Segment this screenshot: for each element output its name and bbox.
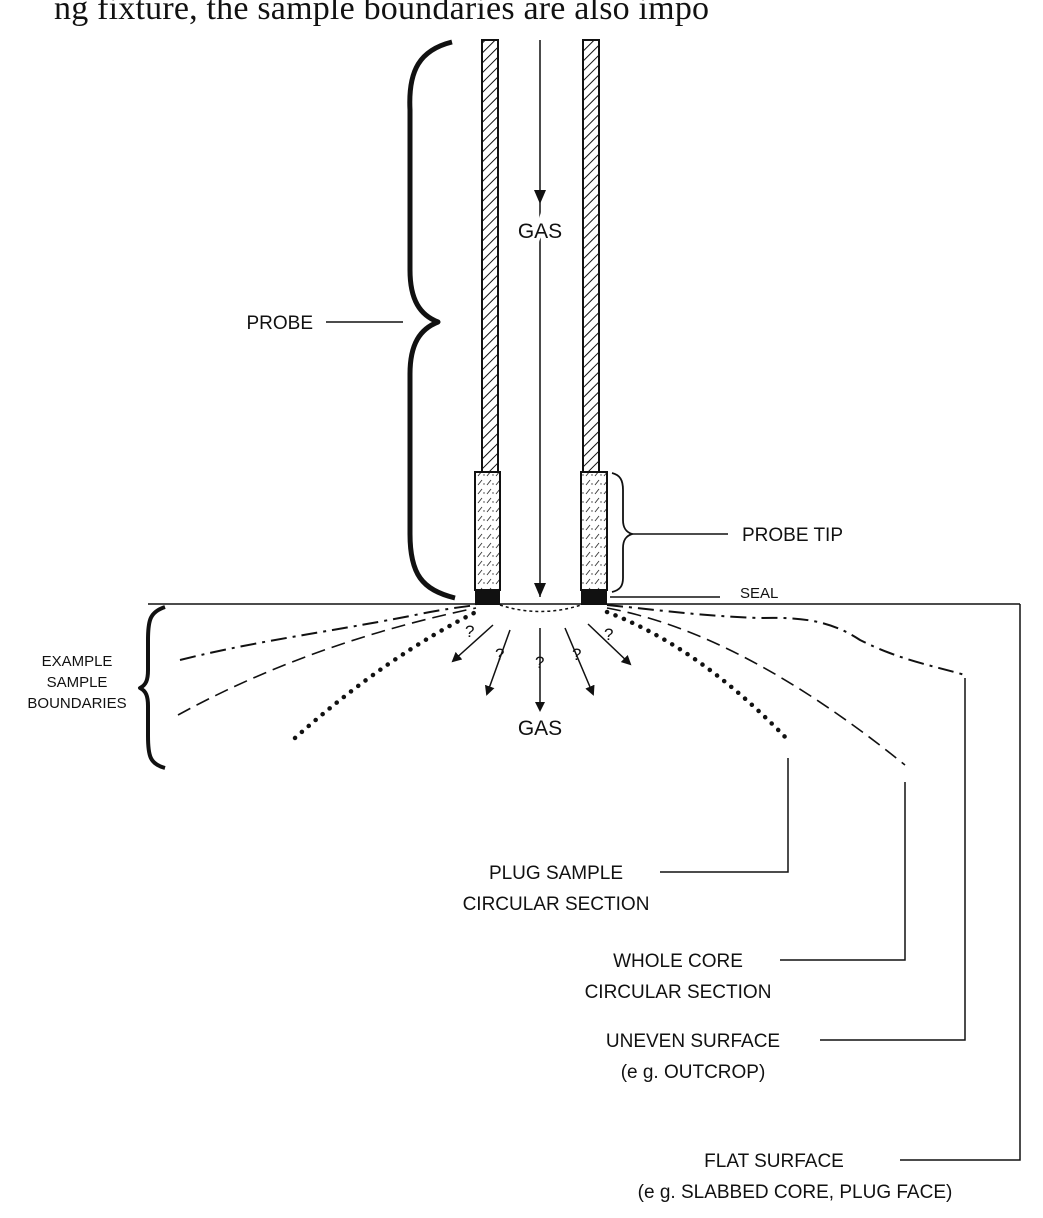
svg-text:?: ? xyxy=(572,645,581,664)
seal-label: SEAL xyxy=(740,585,778,602)
plug-sample-label-2: CIRCULAR SECTION xyxy=(463,894,650,915)
sample-boundary-curves xyxy=(177,604,966,766)
plug-sample-boundary xyxy=(292,609,791,743)
example-boundaries-label: EXAMPLE SAMPLE BOUNDARIES xyxy=(27,653,126,712)
plug-sample-leader xyxy=(660,758,789,873)
plug-sample-label-1: PLUG SAMPLE xyxy=(489,863,623,884)
outflow-arrows xyxy=(451,623,632,712)
probe-tip-brace xyxy=(611,472,635,593)
whole-core-label-1: WHOLE CORE xyxy=(613,951,743,972)
svg-text:EXAMPLE: EXAMPLE xyxy=(42,653,113,670)
seal-blocks xyxy=(475,590,607,605)
svg-text:?: ? xyxy=(604,625,613,644)
gas-outflow-label: GAS xyxy=(518,717,562,740)
svg-text:BOUNDARIES: BOUNDARIES xyxy=(27,695,126,712)
probe-body xyxy=(481,39,600,473)
svg-text:?: ? xyxy=(535,653,544,672)
cropped-header-text: ng fixture, the sample boundaries are al… xyxy=(54,0,710,27)
uneven-surface-label-1: UNEVEN SURFACE xyxy=(606,1031,780,1052)
gas-arrowhead-upper xyxy=(534,190,546,204)
flat-surface-label-1: FLAT SURFACE xyxy=(704,1151,844,1172)
probe-tip-label: PROBE TIP xyxy=(742,525,843,546)
svg-text:?: ? xyxy=(495,645,504,664)
gas-inflow-label: GAS xyxy=(518,220,562,243)
svg-text:SAMPLE: SAMPLE xyxy=(47,674,108,691)
uneven-surface-leader xyxy=(820,678,966,1041)
whole-core-label-2: CIRCULAR SECTION xyxy=(585,982,772,1003)
flat-surface-label-2: (e g. SLABBED CORE, PLUG FACE) xyxy=(638,1182,953,1203)
probe-label: PROBE xyxy=(246,313,313,334)
whole-core-boundary xyxy=(177,607,906,766)
probe-brace xyxy=(407,39,456,601)
uneven-surface-boundary xyxy=(179,604,966,676)
question-marks: ? ? ? ? ? xyxy=(465,622,613,672)
example-boundaries-brace xyxy=(138,605,166,770)
gas-arrowhead-lower xyxy=(534,583,546,597)
probe-tip-blocks xyxy=(474,471,608,591)
flat-surface-leader xyxy=(900,604,1021,1161)
svg-text:?: ? xyxy=(465,622,474,641)
flow-region-curve xyxy=(499,604,582,613)
whole-core-leader xyxy=(780,782,906,961)
uneven-surface-label-2: (e g. OUTCROP) xyxy=(621,1062,766,1083)
